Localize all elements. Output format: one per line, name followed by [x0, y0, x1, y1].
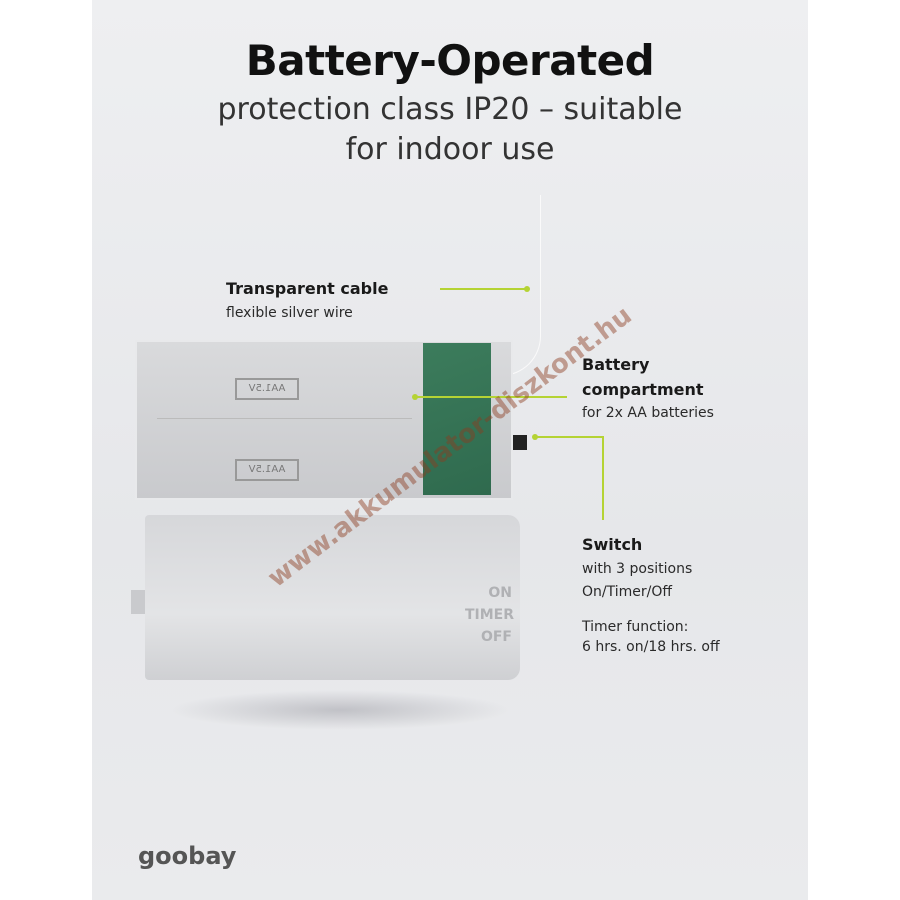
cable-callout-desc: flexible silver wire — [226, 305, 353, 321]
circuit-board — [423, 343, 491, 495]
battery-marking: AA1.5V — [235, 378, 299, 400]
compartment-leader-line — [415, 396, 567, 398]
switch-callout-desc-1: with 3 positions — [582, 561, 693, 577]
switch-leader-line-h — [535, 436, 604, 438]
page-title: Battery-Operated — [245, 36, 655, 85]
cover-label-on: ON — [488, 585, 512, 601]
switch-leader-line-v — [602, 436, 604, 520]
product-shadow — [170, 690, 510, 730]
battery-cover: ON TIMER OFF — [145, 515, 520, 680]
switch-callout-title: Switch — [582, 535, 643, 554]
timer-callout-line-1: Timer function: — [582, 619, 689, 635]
switch-slider — [513, 435, 527, 450]
cover-tab — [131, 590, 145, 614]
compartment-callout-title-1: Battery — [582, 355, 650, 374]
switch-callout-desc-2: On/Timer/Off — [582, 584, 673, 600]
compartment-callout-title-2: compartment — [582, 380, 704, 399]
subtitle-line-2: for indoor use — [345, 132, 555, 167]
compartment-callout-desc: for 2x AA batteries — [582, 405, 714, 421]
cover-label-off: OFF — [480, 629, 512, 645]
cover-label-timer: TIMER — [464, 607, 514, 623]
cable-leader-dot — [524, 286, 530, 292]
battery-bay-bottom: AA1.5V — [157, 418, 412, 481]
goobay-logo: goobay — [138, 842, 237, 870]
battery-marking: AA1.5V — [235, 459, 299, 481]
timer-callout-line-2: 6 hrs. on/18 hrs. off — [582, 639, 720, 655]
cable-leader-line — [440, 288, 527, 290]
cable-callout-title: Transparent cable — [226, 279, 389, 298]
subtitle-line-1: protection class IP20 – suitable — [217, 92, 683, 127]
battery-bay-top: AA1.5V — [157, 350, 412, 412]
